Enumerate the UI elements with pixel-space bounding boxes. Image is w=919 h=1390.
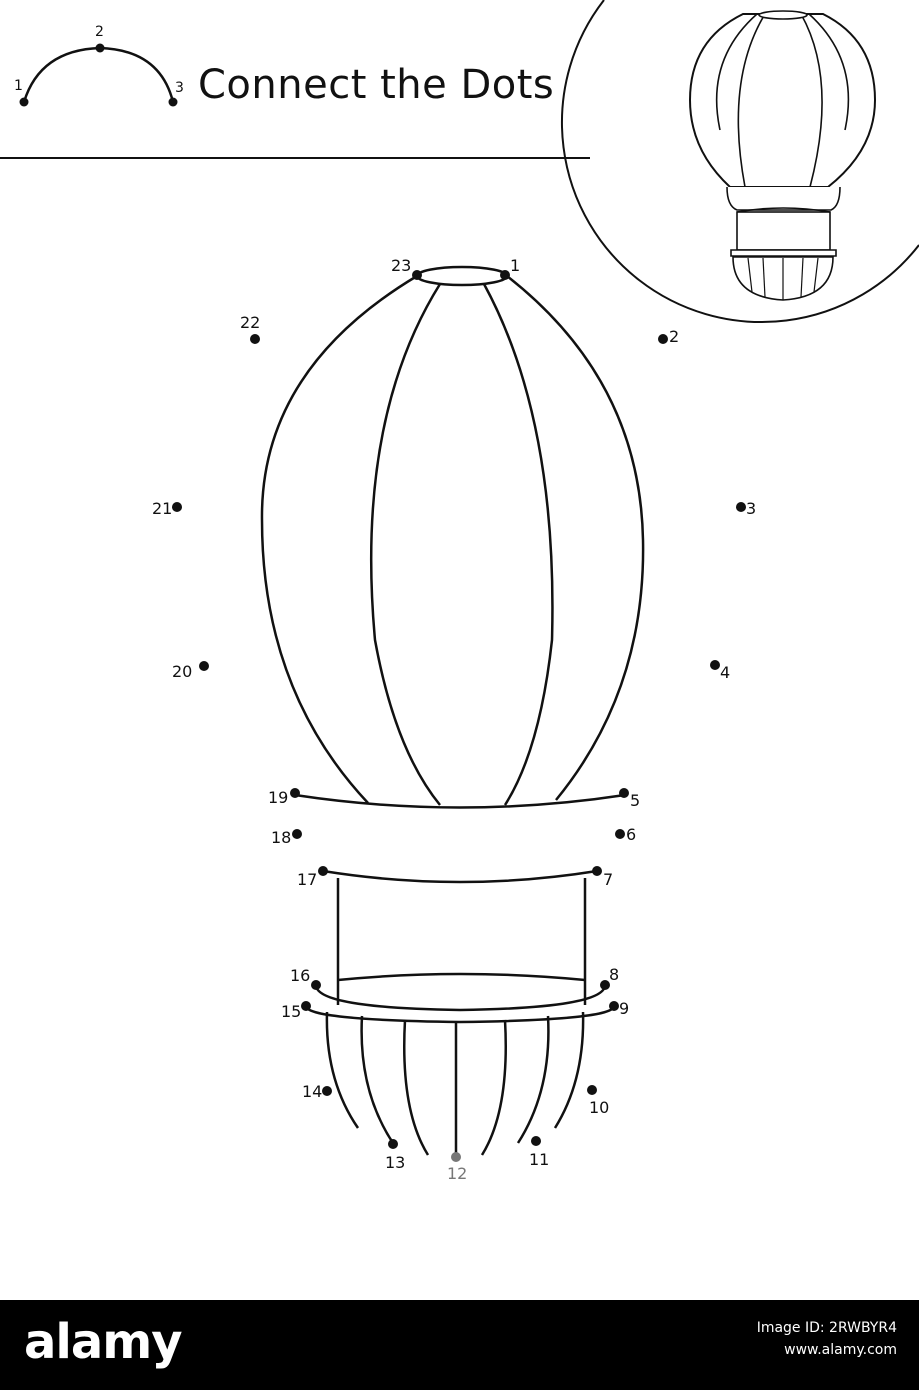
dot-2[interactable] <box>658 334 668 344</box>
example-dot-3 <box>168 97 178 107</box>
example-label-3: 3 <box>175 80 184 96</box>
worksheet-drawing: 1 2 3 <box>0 0 919 1183</box>
dot-19[interactable] <box>290 788 300 798</box>
dot-label-21: 21 <box>152 499 172 518</box>
example-arc-diagram: 1 2 3 <box>14 24 184 107</box>
dot-label-20: 20 <box>172 662 192 681</box>
dot-12[interactable] <box>451 1152 461 1162</box>
dot-label-10: 10 <box>589 1098 609 1117</box>
dot-label-8: 8 <box>609 965 619 984</box>
dot-5[interactable] <box>619 788 629 798</box>
dot-22[interactable] <box>250 334 260 344</box>
dot-11[interactable] <box>531 1136 541 1146</box>
dot-21[interactable] <box>172 502 182 512</box>
dot-3[interactable] <box>736 502 746 512</box>
dot-label-11: 11 <box>529 1150 549 1169</box>
stock-footer-bar: alamy Image ID: 2RWBYR4 www.alamy.com <box>0 1300 919 1390</box>
dot-label-2: 2 <box>669 327 679 346</box>
dot-label-19: 19 <box>268 788 288 807</box>
image-id-block: Image ID: 2RWBYR4 www.alamy.com <box>757 1317 897 1361</box>
dot-label-12: 12 <box>447 1164 467 1183</box>
dot-label-23: 23 <box>391 256 411 275</box>
dot-8[interactable] <box>600 980 610 990</box>
dot-label-13: 13 <box>385 1153 405 1172</box>
preview-balloon-picture <box>561 0 919 323</box>
dot-17[interactable] <box>318 866 328 876</box>
dot-20[interactable] <box>199 661 209 671</box>
dot-23[interactable] <box>412 270 422 280</box>
dot-label-15: 15 <box>281 1002 301 1021</box>
dot-7[interactable] <box>592 866 602 876</box>
dot-15[interactable] <box>301 1001 311 1011</box>
brand-logo: alamy <box>24 1314 183 1370</box>
dot-9[interactable] <box>609 1001 619 1011</box>
dot-label-1: 1 <box>510 256 520 275</box>
dots <box>172 270 746 1162</box>
example-label-2: 2 <box>95 24 104 40</box>
dot-labels: 1 2 3 4 5 6 7 8 9 10 11 12 13 14 15 16 1… <box>152 256 756 1183</box>
dot-label-22: 22 <box>240 313 260 332</box>
dot-1[interactable] <box>500 270 510 280</box>
dot-14[interactable] <box>322 1086 332 1096</box>
site-url-text: www.alamy.com <box>784 1342 897 1358</box>
example-dot-1 <box>19 97 29 107</box>
dot-label-17: 17 <box>297 870 317 889</box>
dot-label-16: 16 <box>290 966 310 985</box>
worksheet: 1 2 3 <box>0 0 919 1183</box>
dot-label-18: 18 <box>271 828 291 847</box>
dot-label-4: 4 <box>720 663 730 682</box>
dot-label-7: 7 <box>603 870 613 889</box>
dot-13[interactable] <box>388 1139 398 1149</box>
example-dot-2 <box>95 43 105 53</box>
dot-16[interactable] <box>311 980 321 990</box>
page-title: Connect the Dots <box>198 62 555 108</box>
dot-6[interactable] <box>615 829 625 839</box>
balloon-outline-drawing <box>260 265 645 1160</box>
dot-4[interactable] <box>710 660 720 670</box>
dot-label-5: 5 <box>630 791 640 810</box>
dot-10[interactable] <box>587 1085 597 1095</box>
dot-18[interactable] <box>292 829 302 839</box>
dot-label-3: 3 <box>746 499 756 518</box>
dot-label-14: 14 <box>302 1082 322 1101</box>
dot-label-6: 6 <box>626 825 636 844</box>
example-label-1: 1 <box>14 78 23 94</box>
image-id-text: Image ID: 2RWBYR4 <box>756 1320 897 1336</box>
dot-label-9: 9 <box>619 999 629 1018</box>
